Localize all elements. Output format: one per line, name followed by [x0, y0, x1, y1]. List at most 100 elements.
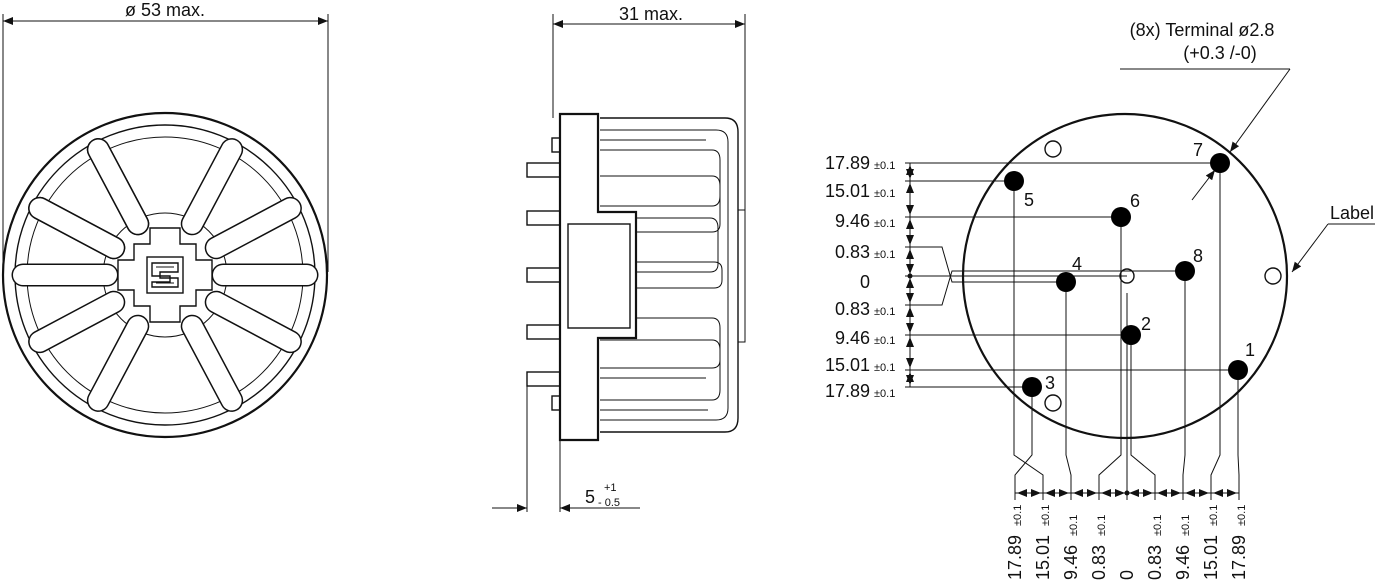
y-dim-tol: ±0.1	[874, 388, 895, 400]
x-dim-value: 9.46	[1173, 545, 1193, 580]
x-leader	[1210, 395, 1221, 500]
x-leader	[1098, 395, 1122, 500]
terminal-pin	[526, 267, 561, 283]
x-dim-label: 9.46 ±0.1	[1173, 515, 1193, 580]
y-dim-tol: ±0.1	[874, 306, 895, 318]
terminal-pin	[526, 324, 561, 340]
y-dim-tol: ±0.1	[874, 188, 895, 200]
terminal-pin-6	[1111, 207, 1131, 227]
y-dim-tol: ±0.1	[874, 362, 895, 374]
x-dim-tol: ±0.1	[1152, 515, 1164, 536]
width-label: 31 max.	[619, 4, 683, 24]
x-dim-tol: ±0.1	[1208, 505, 1220, 526]
side-view: 31 max. 5 +1 - 0.5	[492, 4, 746, 512]
origin-dot	[907, 273, 913, 279]
winding-spoke-fill	[182, 316, 242, 411]
pin-number-8: 8	[1193, 246, 1203, 266]
x-dim-tol: ±0.1	[1040, 505, 1052, 526]
x-dim-value: 0	[1117, 570, 1137, 580]
pin-number-2: 2	[1141, 314, 1151, 334]
outer-rim	[1, 111, 329, 439]
x-leader	[1237, 395, 1240, 500]
x-leader	[1182, 395, 1186, 500]
vertical-dimension-labels: 17.89±0.115.01±0.19.46±0.10.83±0.100.83±…	[825, 153, 895, 401]
x-leader	[1065, 395, 1072, 500]
x-leader	[1130, 395, 1156, 500]
winding	[600, 175, 721, 233]
y-dim-tol: ±0.1	[874, 160, 895, 172]
locator-hole	[1044, 394, 1062, 412]
pin-number-6: 6	[1130, 191, 1140, 211]
y-dim-value: 17.89	[825, 381, 870, 401]
x-dim-label: 0.83 ±0.1	[1089, 515, 1109, 580]
y-dim-value: 17.89	[825, 153, 870, 173]
x-dim-value: 0.83	[1145, 545, 1165, 580]
locating-stud	[551, 137, 561, 153]
x-dim-value: 17.89	[1005, 535, 1025, 580]
terminal-pin	[526, 162, 561, 178]
pin-view: (8x) Terminal ø2.8 (+0.3 /-0) Label 1234…	[825, 20, 1375, 580]
terminal-pin-1	[1228, 360, 1248, 380]
x-leader	[1014, 395, 1033, 500]
y-leader	[918, 270, 1185, 306]
winding-spoke-fill	[88, 316, 148, 411]
label-callout: Label	[1330, 203, 1374, 223]
x-dim-value: 0.83	[1089, 545, 1109, 580]
x-dim-label: 17.89±0.1	[1229, 505, 1249, 580]
diameter-label: ø 53 max.	[125, 0, 205, 20]
terminal-pin	[526, 210, 561, 226]
x-dim-label: 15.01 ±0.1	[1033, 505, 1053, 580]
x-dim-value: 15.01	[1201, 535, 1221, 580]
winding	[600, 139, 721, 207]
terminal-pin	[526, 371, 561, 387]
x-dim-label: 9.46±0.1	[1061, 515, 1081, 580]
leader-arrow	[1229, 68, 1291, 153]
x-dim-value: 17.89	[1229, 535, 1249, 580]
x-dim-tol: ±0.1	[1096, 515, 1108, 536]
x-dim-tol: ±0.1	[1180, 515, 1192, 536]
x-dim-label: 17.89 ±0.1	[1005, 505, 1025, 580]
locating-stud	[551, 395, 561, 411]
pin-length-tol-plus: +1	[604, 482, 617, 494]
y-dim-value: 0.83	[835, 242, 870, 262]
y-dim-value: 15.01	[825, 181, 870, 201]
winding-spoke-fill	[88, 139, 148, 234]
x-dim-label: 0.83 ±0.1	[1145, 515, 1165, 580]
y-dim-value: 0.83	[835, 299, 870, 319]
x-dim-tol: ±0.1	[1068, 515, 1080, 536]
y-dim-value: 0	[860, 272, 870, 292]
winding	[600, 339, 721, 401]
x-dim-value: 15.01	[1033, 535, 1053, 580]
terminal-pin-3	[1022, 377, 1042, 397]
base-recess	[567, 223, 631, 329]
pin-number-4: 4	[1072, 254, 1082, 274]
leader-arrow	[1291, 223, 1329, 273]
pin-number-1: 1	[1245, 340, 1255, 360]
front-view: ø 53 max.	[1, 0, 329, 439]
manufacturer-logo-icon	[146, 256, 184, 294]
winding-spoke-fill	[29, 292, 124, 352]
terminal-note-line2: (+0.3 /-0)	[1183, 43, 1257, 63]
base-plate	[558, 112, 638, 442]
label-plate	[737, 209, 746, 343]
dimension-lines	[905, 162, 1240, 500]
y-dim-value: 15.01	[825, 355, 870, 375]
pin-length-tol-minus: - 0.5	[598, 497, 620, 509]
winding-spoke-fill	[29, 198, 124, 258]
pin-length-value: 5	[585, 487, 595, 507]
terminal-pin-8	[1175, 261, 1195, 281]
terminal-pin-4	[1056, 272, 1076, 292]
origin-dot	[1124, 490, 1130, 496]
pin-number-7: 7	[1193, 140, 1203, 160]
locator-hole	[1044, 140, 1062, 158]
y-leader	[918, 246, 1066, 283]
pin-number-5: 5	[1024, 190, 1034, 210]
winding-spoke-fill	[206, 292, 301, 352]
winding	[600, 217, 719, 273]
x-dim-tol: ±0.1	[1012, 505, 1024, 526]
winding-spoke-fill	[182, 139, 242, 234]
y-dim-tol: ±0.1	[874, 218, 895, 230]
